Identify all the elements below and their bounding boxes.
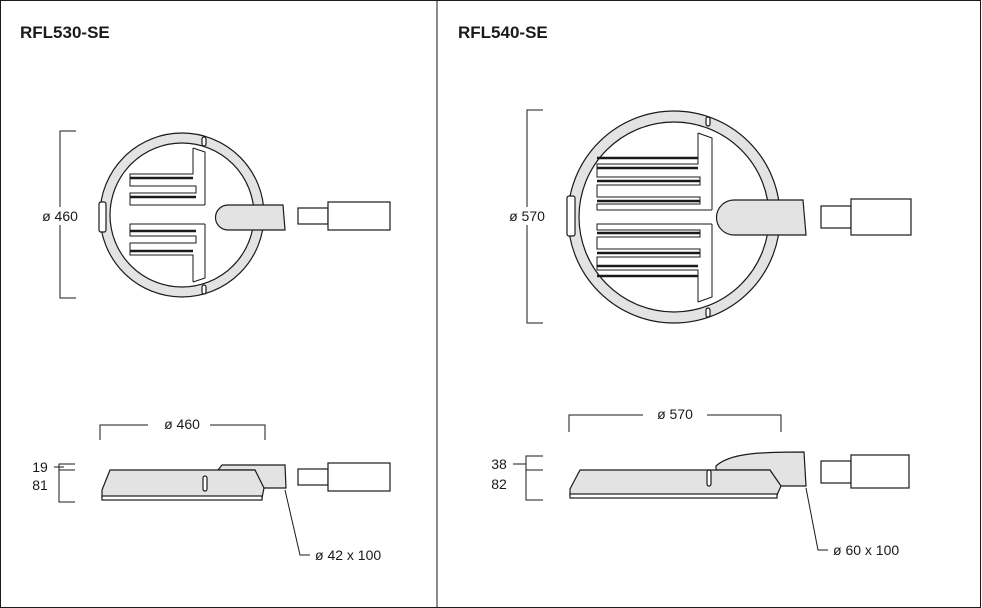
- side-view-diameter-dimension: ø 570: [568, 404, 782, 432]
- luminaire-top-view: [98, 132, 391, 298]
- panel-rfl540: RFL540-SE ø 570: [458, 23, 912, 558]
- height-dimension-top: 19: [32, 459, 48, 475]
- top-view-diameter-label: ø 570: [509, 208, 545, 224]
- mount-dimension: ø 60 x 100: [805, 487, 899, 558]
- side-view-height-dimensions: 38 82: [491, 455, 543, 501]
- mount-dimension-label: ø 60 x 100: [833, 542, 899, 558]
- luminaire-top-view: [566, 110, 912, 324]
- side-view-diameter-label: ø 570: [657, 406, 693, 422]
- height-dimension-top: 38: [491, 456, 507, 472]
- mount-dimension-label: ø 42 x 100: [315, 547, 381, 563]
- side-view-height-dimensions: 19 81: [32, 459, 75, 503]
- panel-title: RFL530-SE: [20, 23, 110, 42]
- luminaire-side-view: [101, 462, 391, 501]
- top-view-diameter-label: ø 460: [42, 208, 78, 224]
- top-view-diameter-dimension: ø 460: [28, 130, 84, 299]
- height-dimension-bottom: 82: [491, 476, 507, 492]
- side-view-diameter-label: ø 460: [164, 416, 200, 432]
- panel-rfl530: RFL530-SE ø 460: [20, 23, 391, 563]
- panel-title: RFL540-SE: [458, 23, 548, 42]
- luminaire-side-view: [569, 451, 910, 499]
- mount-dimension: ø 42 x 100: [284, 489, 381, 563]
- height-dimension-bottom: 81: [32, 477, 48, 493]
- top-view-diameter-dimension: ø 570: [496, 109, 558, 324]
- side-view-diameter-dimension: ø 460: [99, 414, 266, 440]
